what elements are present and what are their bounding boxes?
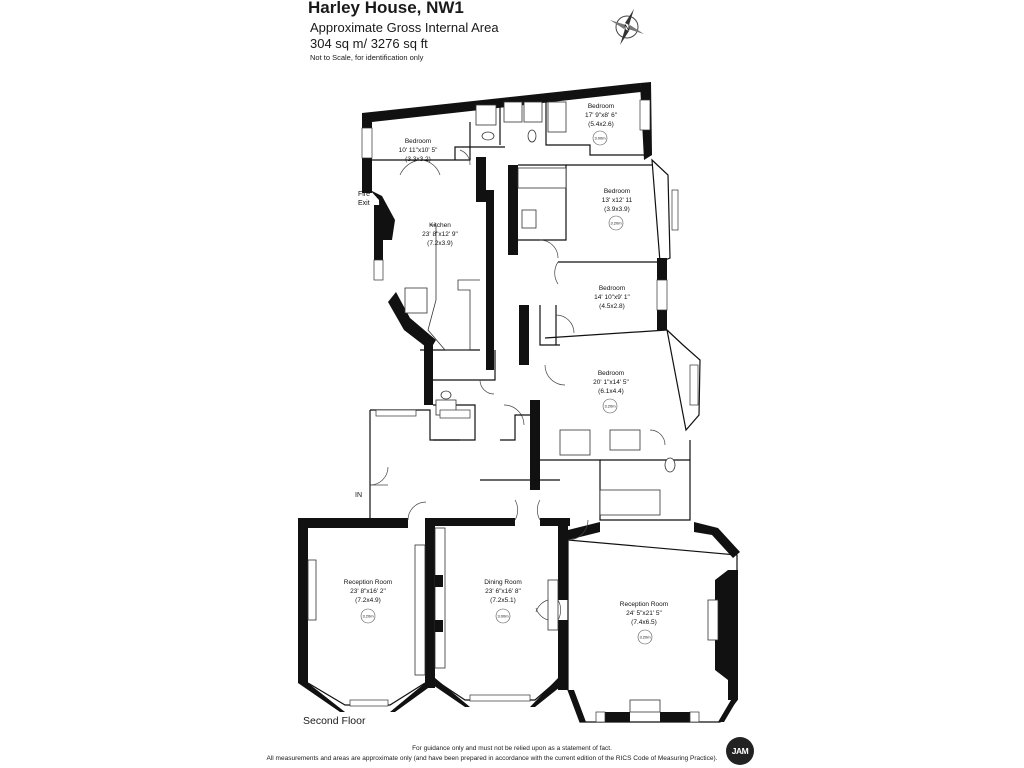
- room-dim-imperial: 13' x12' 11: [602, 197, 633, 204]
- room-dim-imperial: 24' 5"x21' 5": [626, 610, 662, 617]
- fire-exit-label-top: Fire: [358, 191, 370, 198]
- scale-note: Not to Scale, for identification only: [310, 53, 424, 62]
- room-reception-right: Reception Room 24' 5"x21' 5" (7.4x6.5) 3…: [620, 601, 668, 645]
- fire-exit-label-bottom: Exit: [358, 200, 370, 207]
- room-dim-imperial: 20' 1"x14' 5": [593, 379, 629, 386]
- agent-logo: JAM: [726, 737, 754, 765]
- room-bedroom-4: Bedroom 20' 1"x14' 5" (6.1x4.4) 3.20m: [593, 370, 630, 414]
- room-dim-metric: (7.2x4.9): [355, 597, 381, 604]
- south-wing-doors: [407, 499, 589, 621]
- room-kitchen: Kitchen 23' 8"x12' 9" (7.2x3.9): [422, 222, 458, 247]
- room-dim-metric: (7.4x6.5): [631, 619, 657, 626]
- page-title: Harley House, NW1: [308, 0, 464, 17]
- area-subtitle: Approximate Gross Internal Area: [310, 20, 499, 35]
- disclaimer-line-1: For guidance only and must not be relied…: [412, 745, 612, 752]
- compass-icon: N: [610, 9, 644, 45]
- room-dim-metric: (7.2x5.1): [490, 597, 516, 604]
- south-wing-fixtures: [298, 527, 728, 713]
- ceiling-height: 3.20m: [604, 404, 616, 409]
- area-value: 304 sq m/ 3276 sq ft: [310, 36, 428, 51]
- room-bedroom-2: Bedroom 13' x12' 11 (3.9x3.9) 3.20m: [602, 188, 633, 231]
- room-name: Kitchen: [429, 222, 451, 229]
- room-dim-imperial: 10' 11"x10' 5": [399, 147, 438, 154]
- room-dim-metric: (7.2x3.9): [427, 240, 453, 247]
- room-name: Bedroom: [598, 370, 624, 377]
- ceiling-height: 3.20m: [610, 221, 622, 226]
- ceiling-height: 3.00m: [594, 136, 606, 141]
- north-wing-fixtures: [404, 101, 676, 516]
- room-reception-left: Reception Room 23' 8"x16' 2" (7.2x4.9) 3…: [344, 579, 392, 624]
- room-dim-imperial: 23' 6"x16' 8": [485, 588, 521, 595]
- room-name: Reception Room: [620, 601, 668, 608]
- room-dining: Dining Room 23' 6"x16' 8" (7.2x5.1) 3.00…: [484, 579, 522, 624]
- floor-label: Second Floor: [303, 715, 366, 727]
- entrance-label: IN: [355, 492, 362, 499]
- room-bedroom-3: Bedroom 14' 10"x9' 1" (4.5x2.8): [594, 285, 630, 310]
- room-dim-metric: (4.5x2.8): [599, 303, 625, 310]
- room-name: Bedroom: [588, 103, 614, 110]
- room-name: Bedroom: [405, 138, 431, 145]
- room-bedroom-top-left: Bedroom 10' 11"x10' 5" (3.3x3.2): [399, 138, 438, 163]
- north-wing-doors: [399, 149, 666, 446]
- room-name: Reception Room: [344, 579, 392, 586]
- room-name: Dining Room: [484, 579, 522, 586]
- room-dim-metric: (3.9x3.9): [604, 206, 630, 213]
- room-dim-metric: (6.1x4.4): [598, 388, 624, 395]
- room-dim-imperial: 17' 9"x8' 6": [585, 112, 618, 119]
- room-dim-imperial: 14' 10"x9' 1": [594, 294, 630, 301]
- room-name: Bedroom: [599, 285, 625, 292]
- south-wing-windows: [349, 694, 700, 723]
- compass-letter: N: [624, 24, 630, 33]
- north-wing-windows: [361, 99, 699, 419]
- room-dim-metric: (3.3x3.2): [405, 156, 431, 163]
- disclaimer-line-2: All measurements and areas are approxima…: [266, 755, 718, 762]
- room-dim-imperial: 23' 8"x16' 2": [350, 588, 386, 595]
- ceiling-height: 3.20m: [362, 614, 374, 619]
- room-dim-imperial: 23' 8"x12' 9": [422, 231, 458, 238]
- room-dim-metric: (5.4x2.6): [588, 121, 614, 128]
- ceiling-height: 3.00m: [497, 614, 509, 619]
- room-bedroom-top-right: Bedroom 17' 9"x8' 6" (5.4x2.6) 3.00m: [585, 103, 618, 146]
- room-name: Bedroom: [604, 188, 630, 195]
- ceiling-height: 3.20m: [639, 635, 651, 640]
